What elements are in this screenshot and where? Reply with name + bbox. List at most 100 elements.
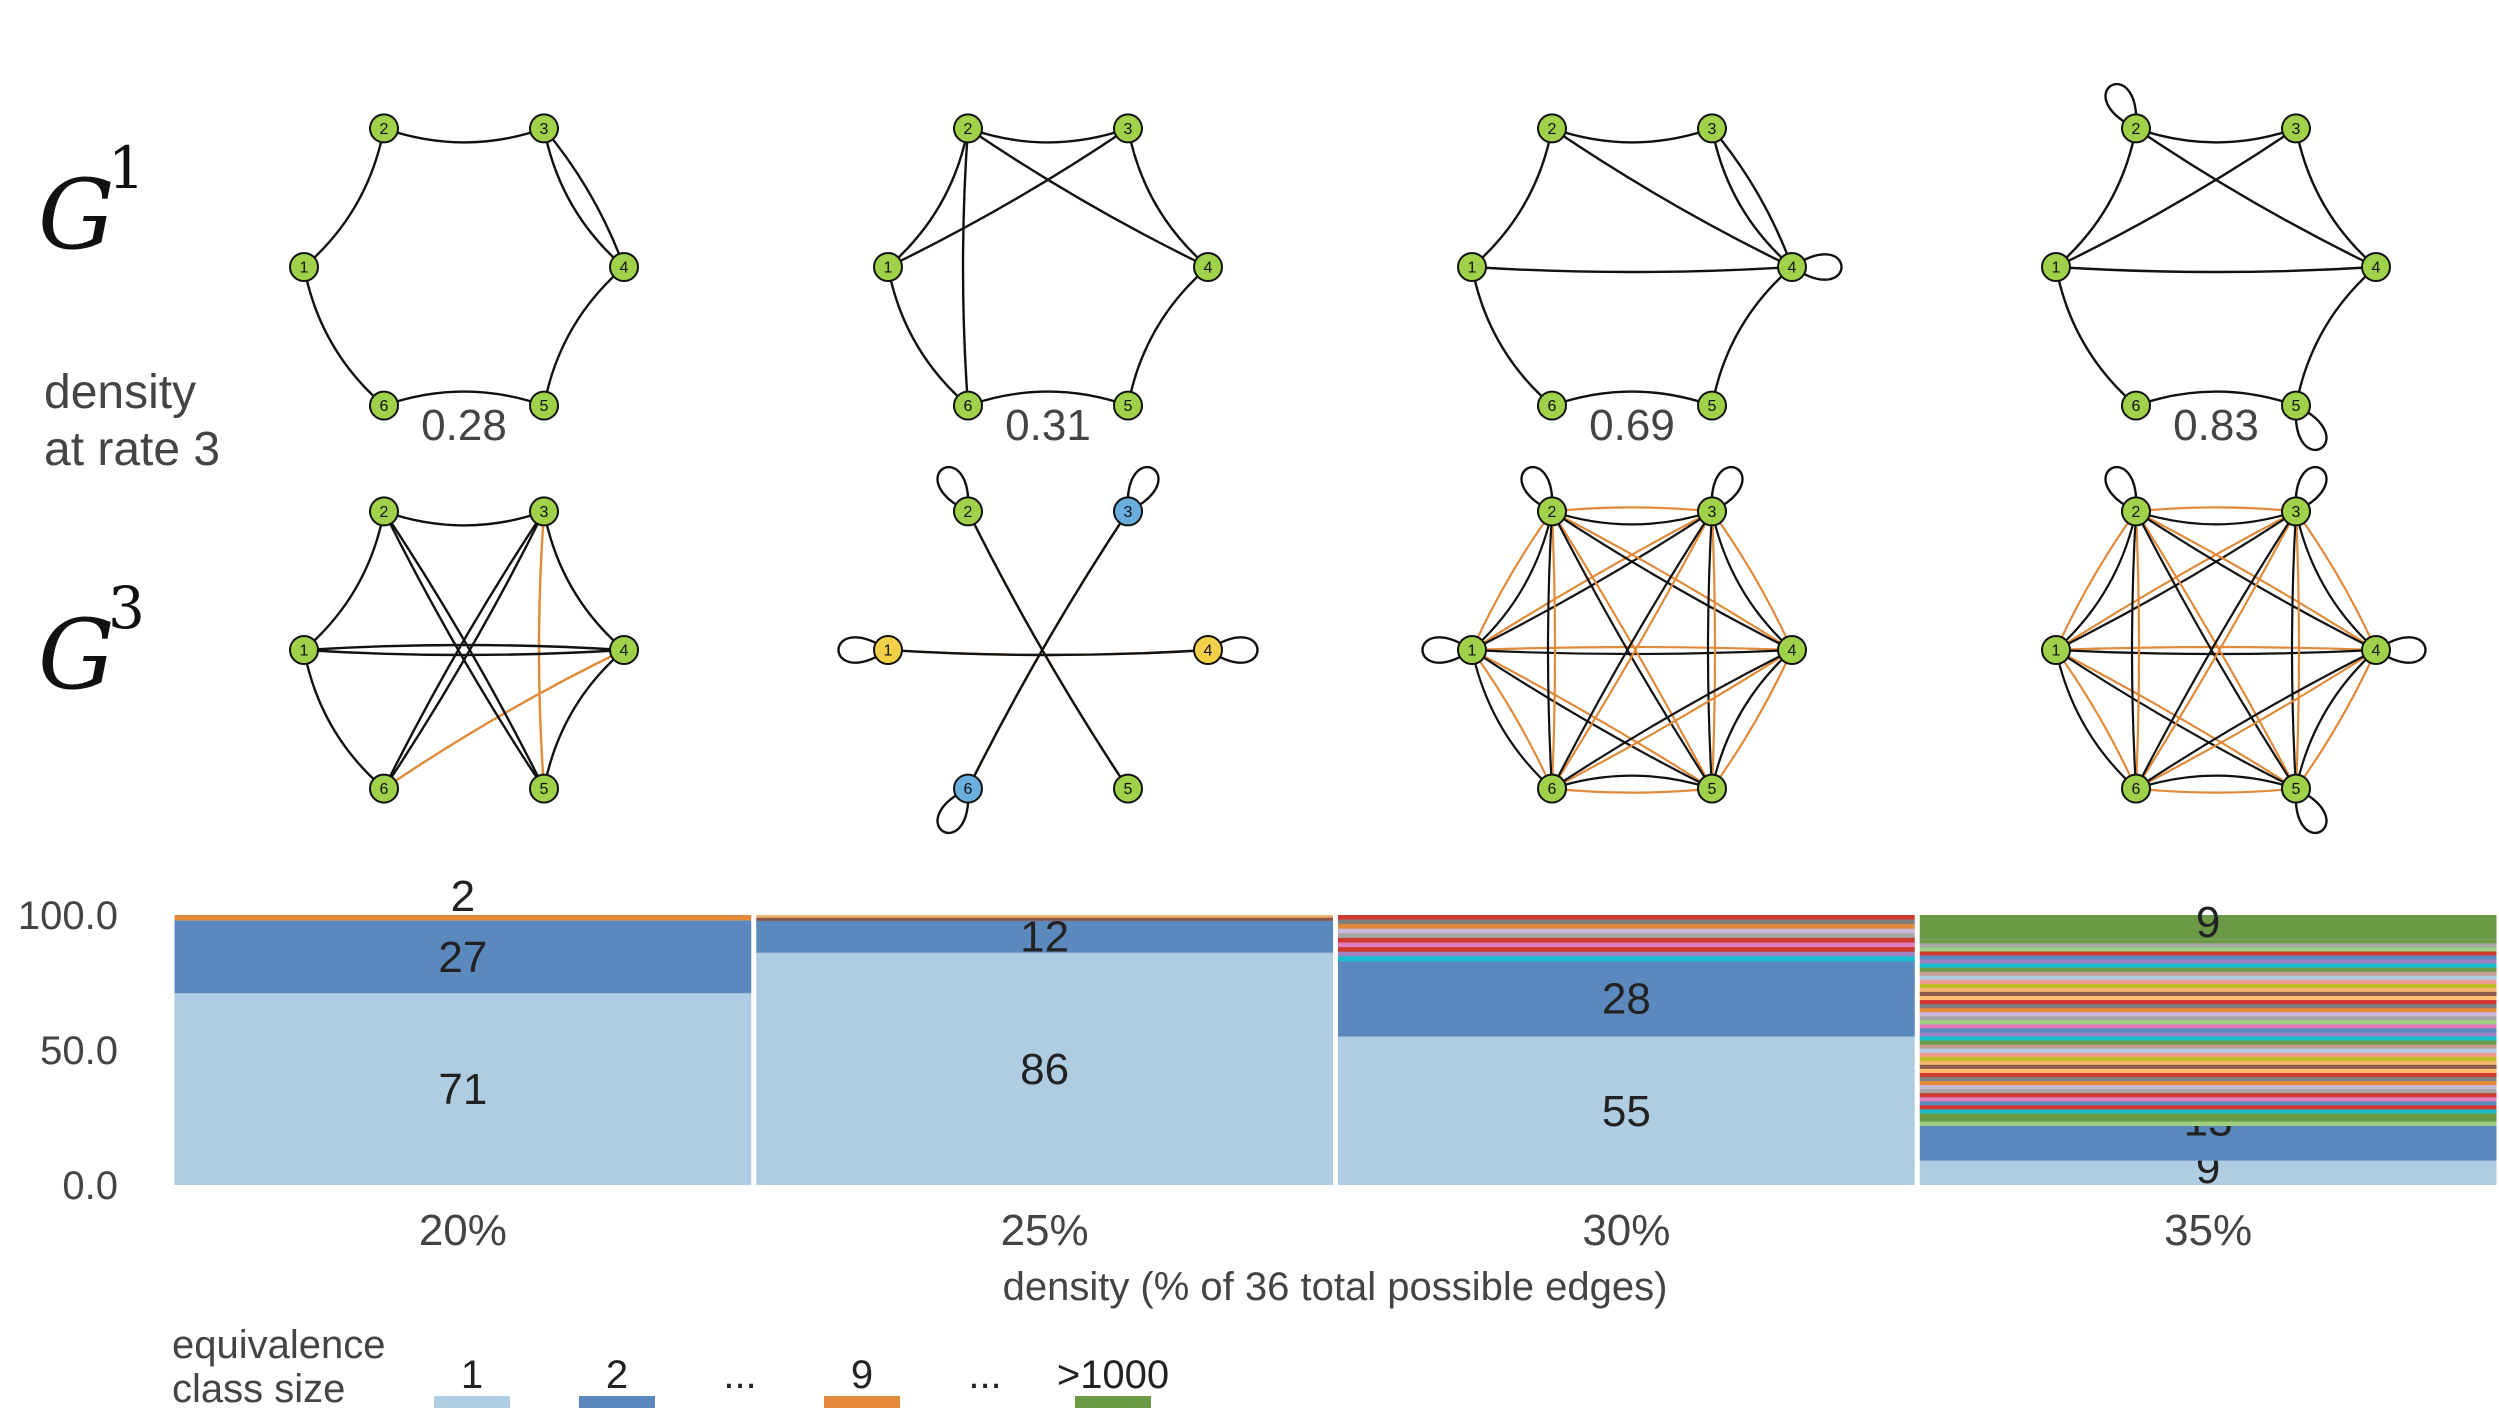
node-3 — [529, 496, 559, 527]
node-5 — [1113, 390, 1143, 421]
g1-edge-1-4 — [1471, 265, 1793, 274]
data-label: 55 — [1602, 1087, 1651, 1136]
black-edge-1-4 — [887, 648, 1209, 657]
node-label-5: 5 — [1124, 398, 1133, 415]
g1-edge-2-3 — [2135, 127, 2297, 144]
data-label: 86 — [1020, 1045, 1069, 1094]
node-label-6: 6 — [964, 398, 973, 415]
self-loop-4 — [1207, 636, 1259, 664]
node-2 — [953, 496, 983, 527]
black-edge-3-5 — [2290, 511, 2298, 789]
node-1 — [1457, 252, 1487, 282]
node-1 — [1457, 635, 1487, 665]
bar-segment-stripe — [756, 917, 1333, 921]
node-label-4: 4 — [1204, 260, 1213, 277]
g1-edge-1-6 — [886, 266, 969, 407]
orange-edge-3-6 — [966, 510, 1129, 790]
bar-segment-stripe — [1338, 919, 1915, 925]
data-label: 27 — [438, 933, 487, 982]
node-label-4: 4 — [620, 260, 629, 277]
bar-segment-stripe — [1919, 955, 2497, 960]
g1-edge-1-3 — [2055, 127, 2297, 269]
g1-edge-4-5 — [2294, 266, 2377, 406]
black-edge-1-4 — [303, 648, 625, 657]
node-4 — [1193, 252, 1223, 282]
g3-superscript: 3 — [108, 574, 145, 642]
node-6 — [1537, 773, 1567, 804]
black-edge-2-3 — [2135, 510, 2297, 526]
node-label-2: 2 — [380, 121, 389, 138]
node-label-5: 5 — [1708, 781, 1717, 798]
bar-segment-stripe — [1919, 1089, 2497, 1094]
legend-swatch — [434, 1396, 510, 1408]
node-label-4: 4 — [2372, 260, 2381, 277]
bar-segment-stripe — [1919, 1085, 2497, 1090]
density-value-3: 0.69 — [1589, 401, 1675, 450]
self-loop-1 — [1421, 636, 1473, 664]
g1-edge-5-6 — [1551, 390, 1713, 407]
node-5 — [2281, 773, 2311, 804]
x-tick-label: 20% — [419, 1206, 507, 1255]
node-4 — [1777, 635, 1807, 665]
bar-segment-stripe — [1919, 1121, 2497, 1126]
node-label-1: 1 — [2052, 260, 2061, 277]
orange-edge-3-5 — [1710, 511, 1717, 789]
legend-swatch — [579, 1396, 655, 1408]
node-label-3: 3 — [2292, 504, 2301, 521]
node-6 — [1537, 390, 1567, 421]
node-3 — [1113, 496, 1143, 527]
node-6 — [953, 390, 983, 421]
self-loop-1 — [837, 636, 889, 664]
orange-edge-5-6 — [1551, 787, 1713, 794]
node-label-2: 2 — [1548, 504, 1557, 521]
density-row-label: density at rate 3 — [44, 366, 220, 476]
bar-segment-stripe — [1338, 942, 1915, 948]
orange-edge-2-6 — [2134, 511, 2141, 789]
bar-segment-stripe — [1919, 1060, 2497, 1066]
bar-segment-stripe — [1338, 915, 1915, 920]
g1-edge-3-4 — [542, 128, 625, 268]
g1-edge-4-5 — [1710, 266, 1793, 406]
bar-segment-stripe — [1919, 1081, 2497, 1086]
black-edge-1-2 — [1471, 511, 1554, 651]
black-edge-2-5 — [383, 510, 546, 790]
stacked-bar-chart: 0.050.0100.07127220%861225%552830%913935… — [18, 872, 2497, 1309]
bar-segment-stripe — [1919, 1105, 2497, 1110]
orange-edge-2-4 — [1551, 510, 1793, 651]
black-edge-2-5 — [1551, 510, 1713, 790]
orange-edge-4-6 — [383, 648, 625, 790]
node-3 — [2281, 496, 2311, 527]
node-label-3: 3 — [1124, 504, 1133, 521]
black-edge-4-6 — [1551, 649, 1793, 790]
bar-segment-stripe — [1919, 987, 2497, 993]
black-edge-1-6 — [302, 649, 385, 790]
bar-segment-stripe — [1338, 956, 1915, 962]
node-label-3: 3 — [1708, 121, 1717, 138]
bar-segment-stripe — [1338, 951, 1915, 957]
node-label-3: 3 — [1124, 121, 1133, 138]
black-edge-2-3 — [1551, 510, 1713, 526]
node-1 — [2041, 635, 2071, 665]
bar-segment-class-1 — [1919, 1160, 2497, 1185]
black-edge-4-5 — [1710, 649, 1793, 789]
node-1 — [873, 252, 903, 282]
node-3 — [1697, 113, 1727, 144]
node-label-1: 1 — [300, 643, 309, 660]
self-loop-3 — [2294, 466, 2328, 513]
black-edge-1-2 — [303, 511, 386, 651]
node-2 — [369, 496, 399, 527]
orange-edge-3-6 — [1551, 510, 1713, 790]
self-loop-5 — [2294, 787, 2328, 834]
black-edge-2-4 — [1551, 510, 1793, 651]
node-6 — [2121, 390, 2151, 421]
orange-edge-2-5 — [966, 510, 1129, 790]
node-2 — [369, 113, 399, 144]
bar-segment-stripe — [1919, 975, 2497, 981]
node-6 — [369, 773, 399, 804]
node-label-6: 6 — [380, 781, 389, 798]
bar-segment-stripe — [1919, 1024, 2497, 1029]
node-label-5: 5 — [1124, 781, 1133, 798]
black-edge-2-6 — [1546, 511, 1554, 789]
